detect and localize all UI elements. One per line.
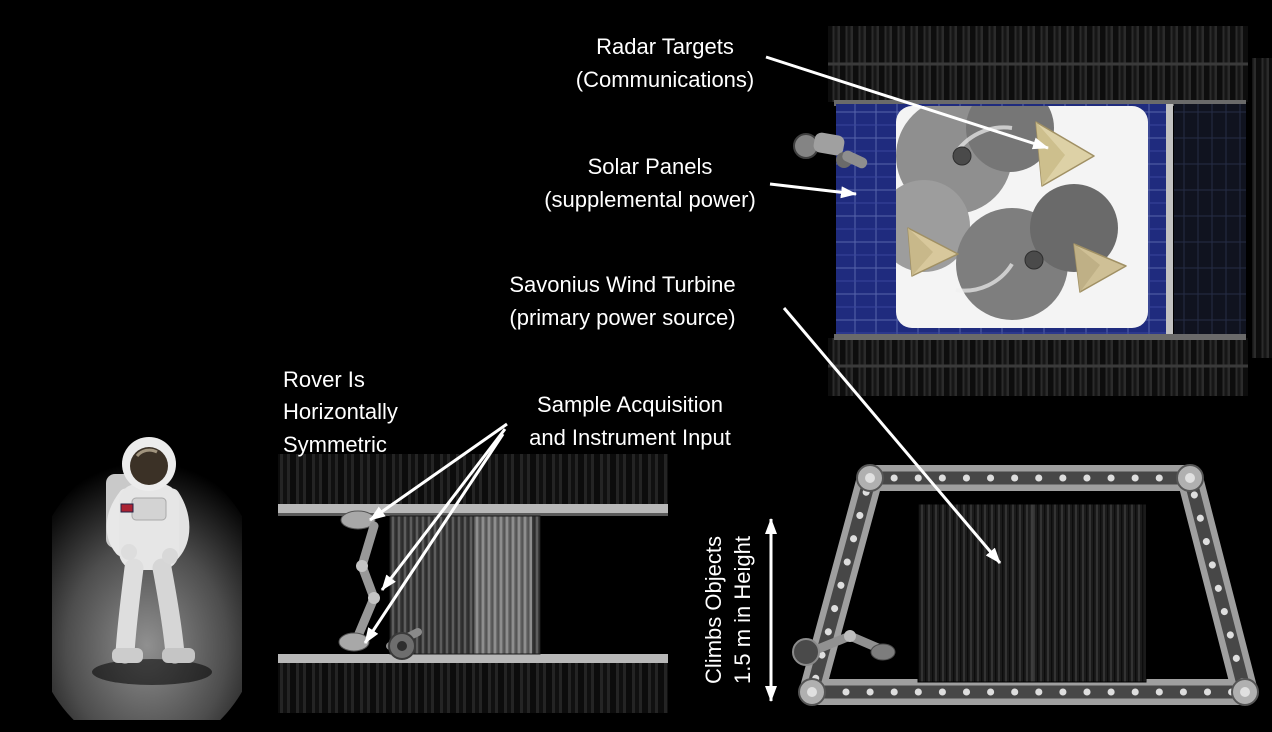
label-climb-capability: Climbs Objects 1.5 m in Height <box>701 536 755 684</box>
sample-scoop-lower <box>338 632 370 652</box>
label-solar-panels: Solar Panels (supplemental power) <box>544 154 756 212</box>
right-deck-panels <box>1174 104 1246 334</box>
rover-top-view <box>792 8 1272 400</box>
deck-rail <box>1166 104 1173 334</box>
label-radar-targets: Radar Targets (Communications) <box>575 34 755 92</box>
rover-climb-view <box>788 452 1272 724</box>
visor <box>130 447 168 485</box>
label-sample-acquisition: Sample Acquisition and Instrument Input <box>529 392 731 450</box>
edge-strip <box>1252 58 1272 358</box>
flag-patch <box>120 503 134 513</box>
astronaut-shadow <box>92 659 212 685</box>
astronaut-photo <box>29 386 265 732</box>
arm-ball-joint <box>792 638 820 666</box>
label-symmetry-note: Rover Is Horizontally Symmetric <box>283 367 398 457</box>
rotor-hub-bottom <box>1024 250 1044 270</box>
rover-climb-view-illustration <box>792 464 1259 706</box>
manipulator-arm-side <box>792 630 896 666</box>
radar-target-triangles <box>907 121 1127 293</box>
rover-side-view <box>278 448 668 722</box>
rover-side-view-illustration <box>278 454 668 713</box>
rover-top-view-illustration <box>793 26 1272 396</box>
track-bottom <box>278 663 668 713</box>
astronaut-illustration <box>29 386 265 732</box>
track-top <box>278 454 668 504</box>
rotor-hub-top <box>952 146 972 166</box>
astronaut-figure <box>106 437 195 664</box>
label-wind-turbine: Savonius Wind Turbine (primary power sou… <box>509 272 736 330</box>
